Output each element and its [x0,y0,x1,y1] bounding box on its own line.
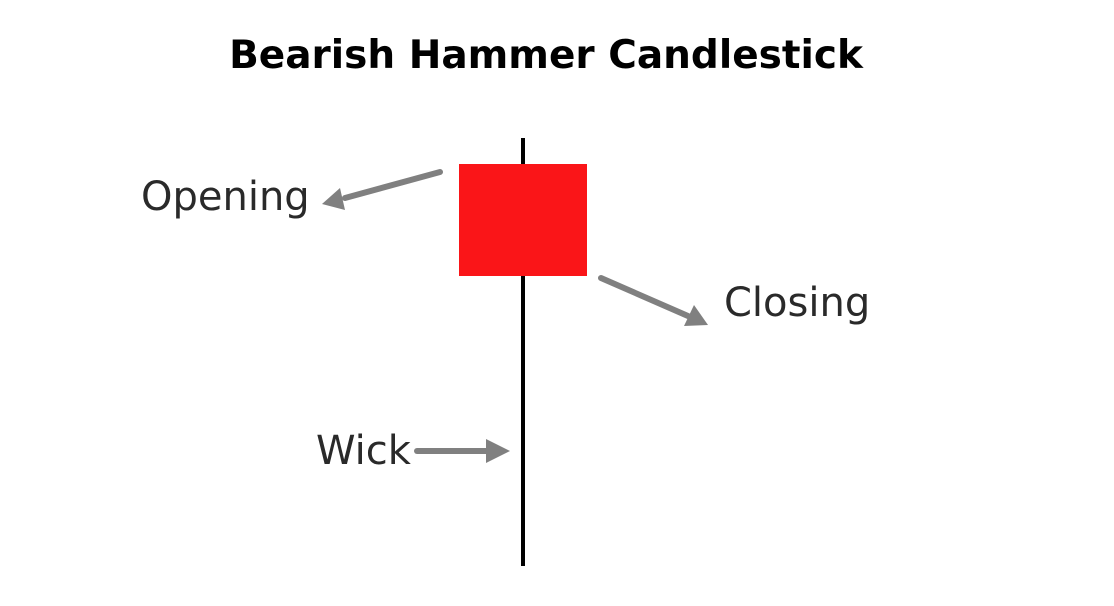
opening-arrow [322,169,443,210]
closing-arrow [598,275,708,326]
diagram-title: Bearish Hammer Candlestick [229,33,864,78]
wick-arrow [414,439,510,463]
candle-body [459,164,587,276]
closing-label: Closing [724,280,870,326]
opening-label: Opening [141,174,310,220]
wick-label: Wick [316,428,412,474]
